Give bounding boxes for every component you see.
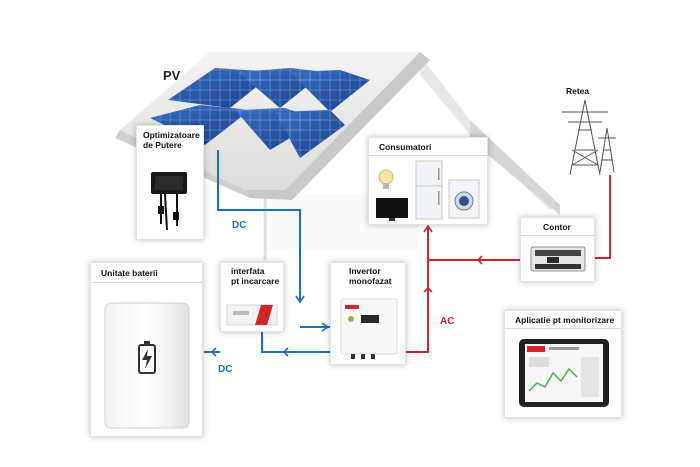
monitoring-app-title: Aplicatie pt monitorizare <box>505 311 621 329</box>
inverter-icon <box>340 298 398 359</box>
meter-title: Contor <box>521 218 594 236</box>
dc-label-top: DC <box>232 220 247 231</box>
charging-interface-icon <box>226 304 278 326</box>
dc-label-bottom: DC <box>218 364 233 375</box>
power-towers <box>562 99 616 176</box>
pv-label: PV <box>163 68 181 83</box>
dc-wires <box>204 150 330 353</box>
inverter-title-line1: Invertor <box>349 266 381 276</box>
ac-label: AC <box>440 316 455 327</box>
light-bulb-icon <box>378 169 394 189</box>
battery-title: Unitate baterii <box>91 263 202 283</box>
consumers-title: Consumatori <box>369 138 487 156</box>
tv-icon <box>376 198 408 221</box>
battery-card: Unitate baterii <box>90 262 203 437</box>
charging-interface-card: interfata pt incarcare <box>220 262 284 332</box>
meter-card: Contor <box>520 217 595 282</box>
battery-unit-icon <box>104 302 190 429</box>
power-optimizer-icon <box>151 172 187 231</box>
ac-arrows <box>423 224 483 293</box>
tablet-icon <box>519 339 609 407</box>
inverter-title-line2: monofazat <box>349 276 392 286</box>
energy-meter-icon <box>530 246 586 272</box>
washing-machine-icon <box>448 179 480 219</box>
optimizer-title-line1: Optimizatoare <box>143 130 200 140</box>
ac-wires <box>406 175 611 353</box>
appliances-icon <box>376 160 480 221</box>
optimizer-title-line2: de Putere <box>143 140 182 150</box>
solar-panels <box>150 68 370 158</box>
fridge-icon <box>415 160 443 220</box>
inverter-card: Invertor monofazat <box>330 262 406 365</box>
charging-interface-title-line1: interfata <box>231 266 265 276</box>
charging-interface-title-line2: pt incarcare <box>231 276 280 286</box>
consumers-card: Consumatori <box>368 137 488 225</box>
monitoring-app-card: Aplicatie pt monitorizare <box>504 310 622 418</box>
dc-arrows <box>210 295 330 357</box>
optimizer-card: Optimizatoare de Putere <box>136 125 204 240</box>
retea-label: Retea <box>566 86 590 96</box>
